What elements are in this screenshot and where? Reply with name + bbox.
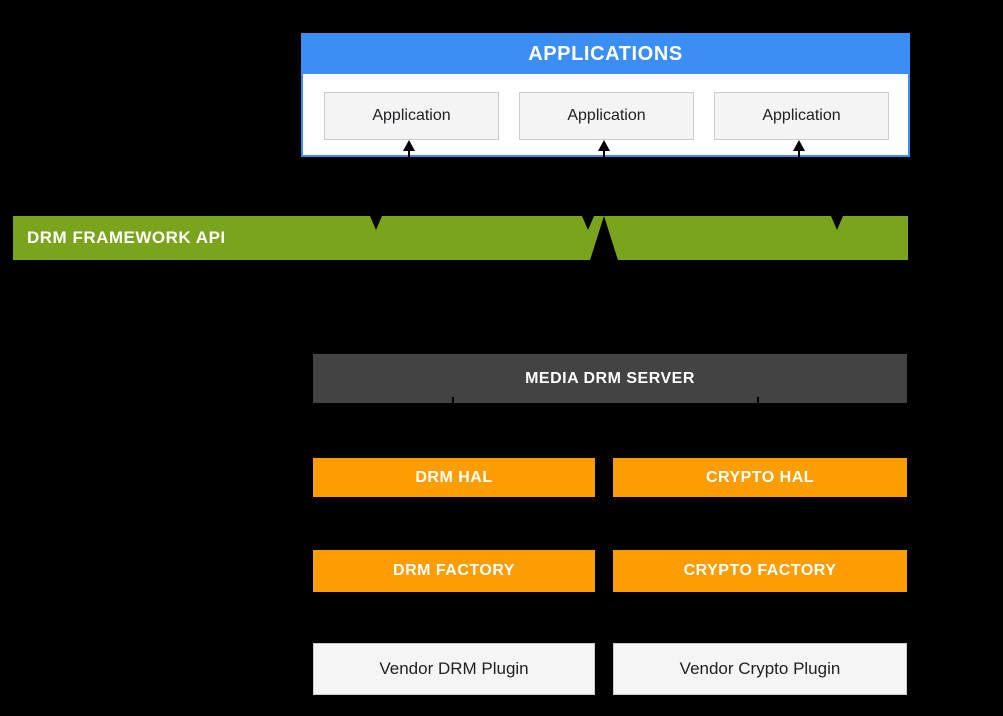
- drm-hal-bar: DRM HAL: [313, 458, 595, 497]
- crypto-hal-label: CRYPTO HAL: [705, 468, 815, 486]
- application-box-3: Application: [714, 92, 889, 140]
- vendor-crypto-plugin-box: Vendor Crypto Plugin: [613, 643, 907, 695]
- drm-framework-api-bar: DRM FRAMEWORK API: [13, 216, 908, 260]
- vendor-drm-plugin-label: Vendor DRM Plugin: [379, 659, 529, 678]
- crypto-factory-label: CRYPTO FACTORY: [683, 562, 837, 579]
- drm-factory-label: DRM FACTORY: [393, 562, 515, 579]
- application-box-1: Application: [324, 92, 499, 140]
- drm-hal-label: DRM HAL: [415, 468, 493, 486]
- connector-tick: [452, 586, 454, 599]
- applications-header: APPLICATIONS: [303, 35, 908, 74]
- connector-tick: [757, 491, 759, 504]
- media-drm-server-label: MEDIA DRM SERVER: [525, 369, 695, 387]
- vendor-crypto-plugin-label: Vendor Crypto Plugin: [679, 659, 841, 678]
- applications-container: APPLICATIONS Application Application App…: [301, 33, 910, 157]
- up-arrow-icon: [598, 140, 610, 151]
- connector-tick: [452, 491, 454, 504]
- arrow-shaft: [408, 149, 410, 157]
- crypto-factory-bar: CRYPTO FACTORY: [613, 550, 907, 592]
- arrow-shaft: [798, 149, 800, 157]
- up-arrow-icon: [793, 140, 805, 151]
- connector-tick: [757, 586, 759, 599]
- connector-tick: [452, 397, 454, 410]
- vendor-drm-plugin-box: Vendor DRM Plugin: [313, 643, 595, 695]
- drm-factory-bar: DRM FACTORY: [313, 550, 595, 592]
- drm-framework-api-label: DRM FRAMEWORK API: [27, 228, 226, 247]
- crypto-hal-bar: CRYPTO HAL: [613, 458, 907, 497]
- connector-tick: [757, 397, 759, 410]
- media-drm-server-bar: MEDIA DRM SERVER: [313, 354, 907, 403]
- arrow-shaft: [603, 149, 605, 157]
- application-box-2: Application: [519, 92, 694, 140]
- up-arrow-icon: [403, 140, 415, 151]
